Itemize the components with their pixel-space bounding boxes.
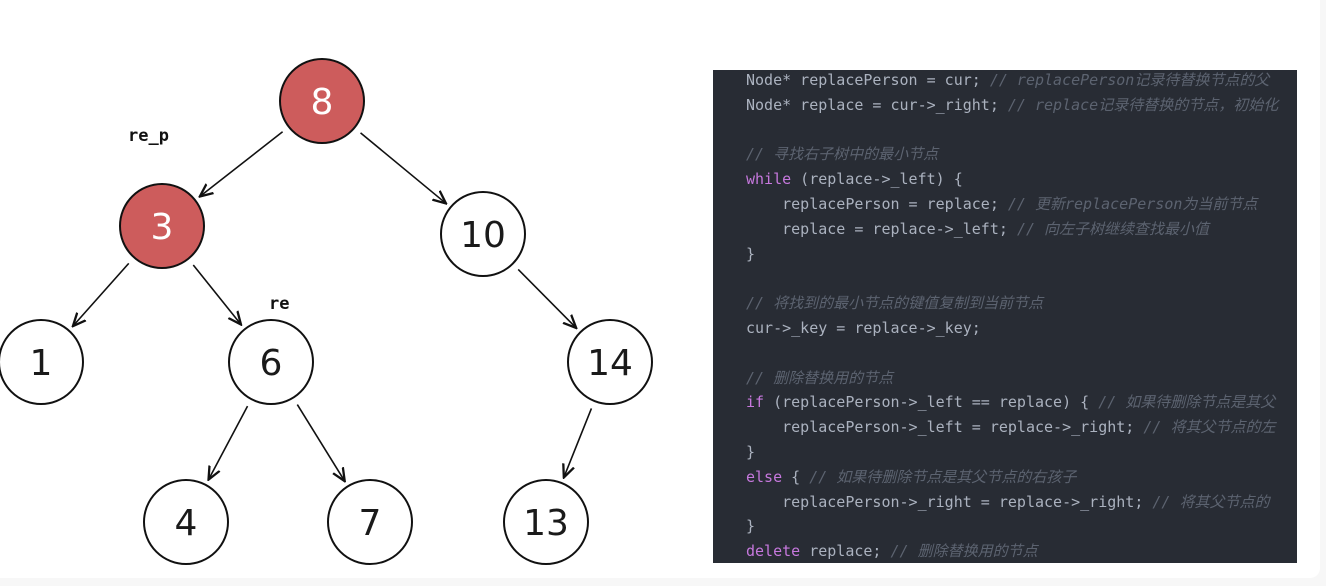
code-token-plain: } xyxy=(746,443,756,461)
node-label: 3 xyxy=(151,207,174,248)
code-line: cur->_key = replace->_key; xyxy=(746,316,981,341)
code-line: else { // 如果待删除节点是其父节点的右孩子 xyxy=(746,465,1076,490)
edge-14-to-13 xyxy=(564,408,593,477)
edge-8-to-10 xyxy=(360,132,446,204)
code-token-comment: // 更新replacePerson为当前节点 xyxy=(1007,195,1258,213)
code-token-comment: // 如果待删除节点是其父 xyxy=(1098,393,1276,412)
code-token-plain: replace; xyxy=(800,542,891,561)
tree-node-14: 14 xyxy=(567,319,653,405)
code-token-plain: } xyxy=(746,517,756,536)
code-token-comment: // 将找到的最小节点的键值复制到当前节点 xyxy=(746,294,1044,313)
code-panel: Node* replacePerson = cur; // replacePer… xyxy=(713,70,1297,563)
node-label: 14 xyxy=(587,343,633,384)
node-circle xyxy=(228,319,314,405)
code-line: // 删除替换用的节点 xyxy=(746,366,893,391)
code-line: Node* replace = cur->_right; // replace记… xyxy=(746,93,1278,118)
code-token-plain: Node* replace = cur->_right; xyxy=(746,95,1008,114)
edge-10-to-14 xyxy=(517,268,576,327)
code-line: while (replace->_left) { xyxy=(746,167,963,192)
node-label: 10 xyxy=(460,215,506,256)
code-token-comment: // replace记录待替换的节点，初始化 xyxy=(1007,95,1279,114)
node-label: 1 xyxy=(30,343,53,384)
code-line: if (replacePerson->_left == replace) { /… xyxy=(746,390,1275,415)
code-token-plain: } xyxy=(746,244,756,263)
edge-3-to-1 xyxy=(73,262,130,326)
code-token-plain: replacePerson->_right = replace->_right; xyxy=(746,492,1153,511)
node-circle xyxy=(279,58,365,144)
code-token-comment: // 如果待删除节点是其父节点的右孩子 xyxy=(809,467,1077,486)
node-circle xyxy=(119,183,205,269)
code-token-keyword: else xyxy=(746,467,783,486)
node-circle xyxy=(327,479,413,565)
tree-node-7: 7 xyxy=(327,479,413,565)
code-token-plain: replace = replace->_left; xyxy=(746,219,1017,238)
code-line: replacePerson->_left = replace->_right; … xyxy=(746,415,1275,440)
annotation-re-p: re_p xyxy=(128,126,169,146)
edge-6-to-7 xyxy=(296,404,344,482)
code-line: // 将找到的最小节点的键值复制到当前节点 xyxy=(746,291,1043,316)
code-token-plain: cur->_key = replace->_key; xyxy=(746,319,981,337)
node-label: 6 xyxy=(260,343,283,384)
tree-node-3: 3 xyxy=(119,183,205,269)
node-circle xyxy=(503,479,589,565)
edge-6-to-4 xyxy=(209,405,249,479)
annotation-re: re xyxy=(269,294,289,314)
code-token-keyword: delete xyxy=(746,542,801,561)
code-token-comment: // replacePerson记录待替换节点的父 xyxy=(989,71,1270,89)
code-token-comment: // 将其父节点的左 xyxy=(1143,418,1276,437)
node-label: 8 xyxy=(311,82,334,123)
code-line: replace = replace->_left; // 向左子树继续查找最小值 xyxy=(746,217,1209,242)
code-line: replacePerson->_right = replace->_right;… xyxy=(746,490,1269,515)
code-line: } xyxy=(746,242,755,267)
tree-nodes: 8 3 10 1 6 14 4 7 13 xyxy=(0,58,653,565)
tree-node-6: 6 xyxy=(228,319,314,405)
tree-node-13: 13 xyxy=(503,479,589,565)
code-token-plain: (replace->_left) { xyxy=(791,170,963,189)
code-token-comment: // 将其父节点的 xyxy=(1152,492,1270,511)
edge-3-to-6 xyxy=(192,264,241,325)
code-token-comment: // 删除替换用的节点 xyxy=(890,542,1038,561)
bst-diagram: 8 3 10 1 6 14 4 7 13 re_p re xyxy=(0,58,653,565)
tree-node-8: 8 xyxy=(279,58,365,144)
node-circle xyxy=(567,319,653,405)
code-line: // 寻找右子树中的最小节点 xyxy=(746,142,938,167)
code-line: } xyxy=(746,440,755,465)
code-token-comment: // 向左子树继续查找最小值 xyxy=(1016,219,1210,238)
code-token-plain: replacePerson->_left = replace->_right; xyxy=(746,418,1144,437)
node-label: 4 xyxy=(175,503,198,544)
node-circle xyxy=(440,191,526,277)
tree-node-1: 1 xyxy=(0,319,84,405)
code-token-comment: // 删除替换用的节点 xyxy=(746,368,894,387)
tree-edges xyxy=(73,131,593,482)
code-token-plain: { xyxy=(782,467,810,486)
code-token-keyword: if xyxy=(746,393,765,412)
tree-node-4: 4 xyxy=(143,479,229,565)
node-label: 7 xyxy=(359,503,382,544)
code-token-plain: replacePerson = replace; xyxy=(746,195,1008,213)
code-token-plain: (replacePerson->_left == replace) { xyxy=(764,393,1099,412)
code-token-comment: // 寻找右子树中的最小节点 xyxy=(746,145,939,164)
code-token-keyword: while xyxy=(746,170,792,189)
edge-8-to-3 xyxy=(200,131,284,197)
code-line: Node* replacePerson = cur; // replacePer… xyxy=(746,70,1269,93)
node-circle xyxy=(0,319,84,405)
node-label: 13 xyxy=(523,503,569,544)
tree-node-10: 10 xyxy=(440,191,526,277)
code-line: delete replace; // 删除替换用的节点 xyxy=(746,539,1038,563)
code-line: replacePerson = replace; // 更新replacePer… xyxy=(746,192,1257,217)
node-circle xyxy=(143,479,229,565)
code-token-plain: Node* replacePerson = cur; xyxy=(746,71,990,89)
code-line: } xyxy=(746,514,755,539)
